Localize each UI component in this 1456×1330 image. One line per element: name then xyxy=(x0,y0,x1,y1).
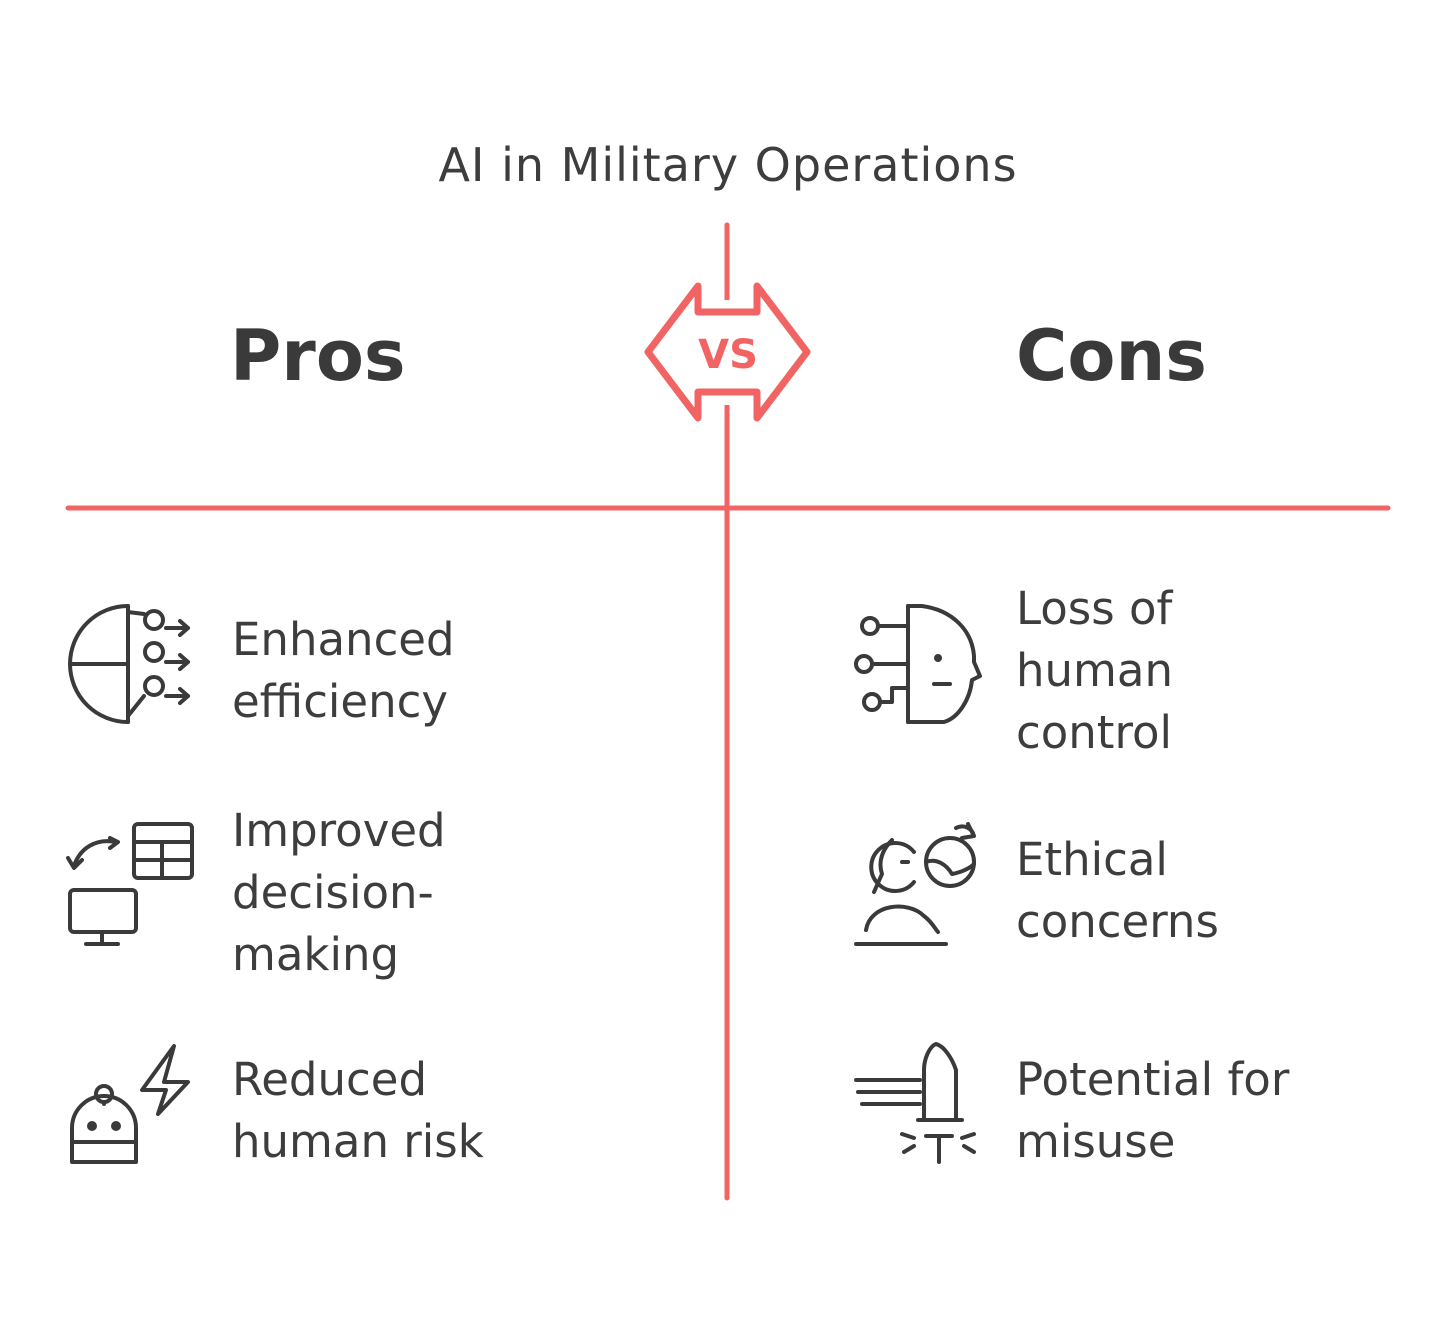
vs-label: VS xyxy=(698,332,758,378)
robot-head-circuit-icon xyxy=(854,604,982,724)
person-thinking-icon xyxy=(854,822,976,946)
cons-item-1-label: Loss of human control xyxy=(1016,582,1173,759)
cons-heading: Cons xyxy=(1016,315,1207,397)
stamp-icon xyxy=(854,1042,976,1164)
page-title: AI in Military Operations xyxy=(438,138,1018,192)
split-head-arrows-icon xyxy=(68,604,190,724)
vs-badge: VS xyxy=(644,282,811,422)
cons-item-3-label: Potential for misuse xyxy=(1016,1053,1290,1168)
pros-item-2-label: Improved decision- making xyxy=(232,804,446,981)
robot-lightning-icon xyxy=(70,1044,190,1164)
pros-item-1-label: Enhanced efficiency xyxy=(232,613,455,728)
pros-item-3-label: Reduced human risk xyxy=(232,1053,484,1168)
cons-item-2-label: Ethical concerns xyxy=(1016,833,1219,948)
monitor-table-exchange-icon xyxy=(66,822,194,946)
pros-heading: Pros xyxy=(230,315,406,397)
